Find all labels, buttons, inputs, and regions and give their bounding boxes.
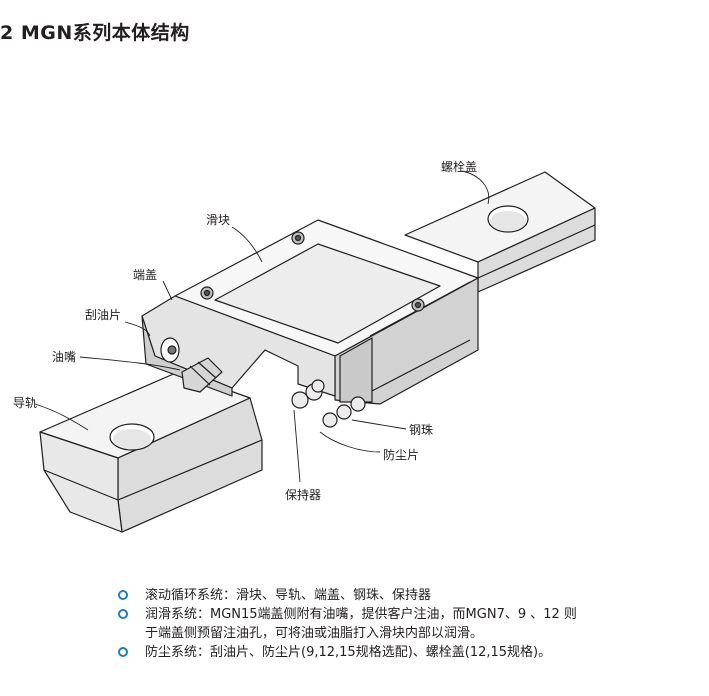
rail-far [404,171,596,293]
mgn-structure-illustration: 螺栓盖 滑块 端盖 刮油片 油嘴 导轨 钢珠 防尘片 保持器 [0,140,709,560]
callout-steel-ball: 钢珠 [409,423,434,437]
rail-near [39,371,263,533]
note-text: 滚动循环系统：滑块、导轨、端盖、钢珠、保持器 [145,588,432,603]
callout-scraper: 刮油片 [85,308,122,322]
notes-list: 滚动循环系统：滑块、导轨、端盖、钢珠、保持器 润滑系统：MGN15端盖侧附有油嘴… [118,586,698,662]
callout-grease-nipple: 油嘴 [52,350,77,364]
list-item: 滚动循环系统：滑块、导轨、端盖、钢珠、保持器 [118,586,698,605]
grease-nipple [181,357,223,393]
page-title: 2 MGN系列本体结构 [0,22,190,44]
bullet-ring-icon [118,590,128,600]
callout-retainer: 保持器 [285,488,322,502]
callout-slider: 滑块 [206,213,231,227]
callout-rail: 导轨 [13,396,38,410]
callout-end-cap: 端盖 [133,268,158,282]
callout-dust-seal: 防尘片 [383,448,420,462]
bullet-ring-icon [118,647,128,657]
bullet-ring-icon [118,609,128,619]
note-text: 润滑系统：MGN15端盖侧附有油嘴，提供客户注油，而MGN7、9 、12 则 [145,607,577,622]
note-text: 防尘系统：刮油片、防尘片(9,12,15规格选配)、螺栓盖(12,15规格)。 [145,645,552,660]
linear-guide-drawing [34,170,596,533]
note-continuation: 于端盖侧预留注油孔，可将油或油脂打入滑块内部以润滑。 [145,626,484,641]
leader-lines [34,170,490,483]
callout-bolt-cap: 螺栓盖 [441,160,478,174]
list-item: 润滑系统：MGN15端盖侧附有油嘴，提供客户注油，而MGN7、9 、12 则 [118,605,698,624]
steel-balls [291,379,366,428]
list-item: 防尘系统：刮油片、防尘片(9,12,15规格选配)、螺栓盖(12,15规格)。 [118,643,698,662]
